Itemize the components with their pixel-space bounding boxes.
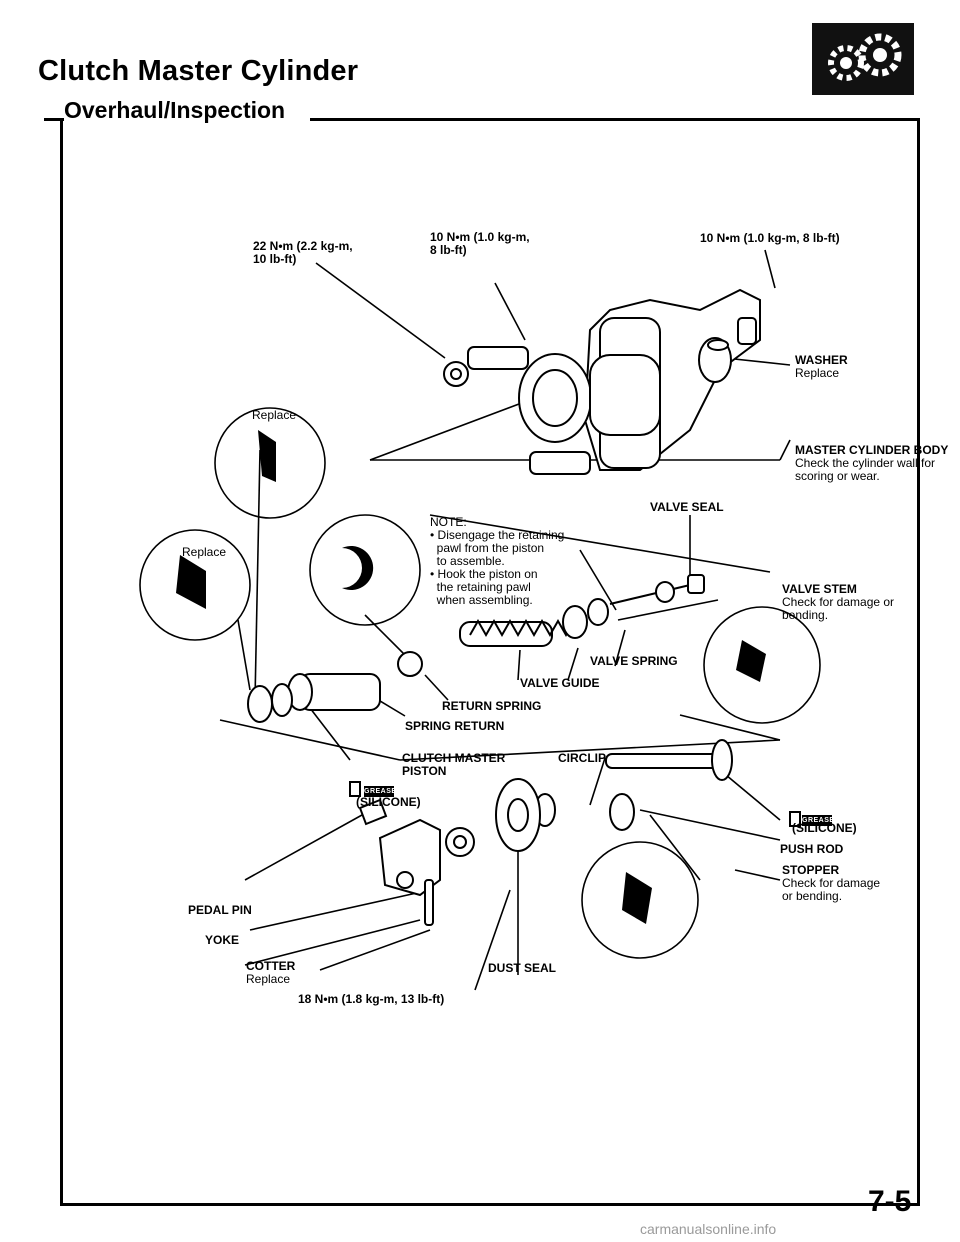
push-rod-label: PUSH ROD [780, 842, 844, 856]
torque-10a-label: 10 N•m (1.0 kg-m,8 lb-ft) [430, 230, 530, 257]
page-number: 7-5 [868, 1185, 912, 1218]
frame-tick [44, 118, 64, 121]
torque-22-label: 22 N•m (2.2 kg-m,10 lb-ft) [253, 239, 353, 266]
frame-top-rule [310, 118, 920, 121]
silicone-left-label: (SILICONE) [356, 795, 421, 809]
yoke-label: YOKE [205, 933, 240, 947]
section-title: Overhaul/Inspection [64, 97, 286, 123]
return-spring-label: RETURN SPRING [442, 699, 542, 713]
torque-10b-label: 10 N•m (1.0 kg-m, 8 lb-ft) [700, 231, 840, 245]
spring-return-label: SPRING RETURN [405, 719, 505, 733]
dust-seal-label: DUST SEAL [488, 961, 557, 975]
torque-18-label: 18 N•m (1.8 kg-m, 13 lb-ft) [298, 992, 445, 1006]
circlip-label: CIRCLIP [558, 751, 606, 765]
pedal-pin-label: PEDAL PIN [188, 903, 252, 917]
valve-guide-label: VALVE GUIDE [520, 676, 600, 690]
replace-left-label: Replace [182, 545, 227, 559]
silicone-right-label: (SILICONE) [792, 821, 857, 835]
valve-spring-label: VALVE SPRING [590, 654, 678, 668]
valve-seal-label: VALVE SEAL [650, 500, 724, 514]
watermark: carmanualsonline.info [640, 1221, 777, 1237]
page-title: Clutch Master Cylinder [38, 55, 359, 87]
gear-logo-icon [812, 23, 914, 95]
grease-label-right: GREASE [802, 815, 835, 826]
assembly-note: NOTE:• Disengage the retaining pawl from… [430, 515, 565, 607]
grease-label-left: GREASE [364, 786, 397, 797]
diagram-frame [60, 118, 920, 1206]
replace-top-label: Replace [252, 408, 297, 422]
